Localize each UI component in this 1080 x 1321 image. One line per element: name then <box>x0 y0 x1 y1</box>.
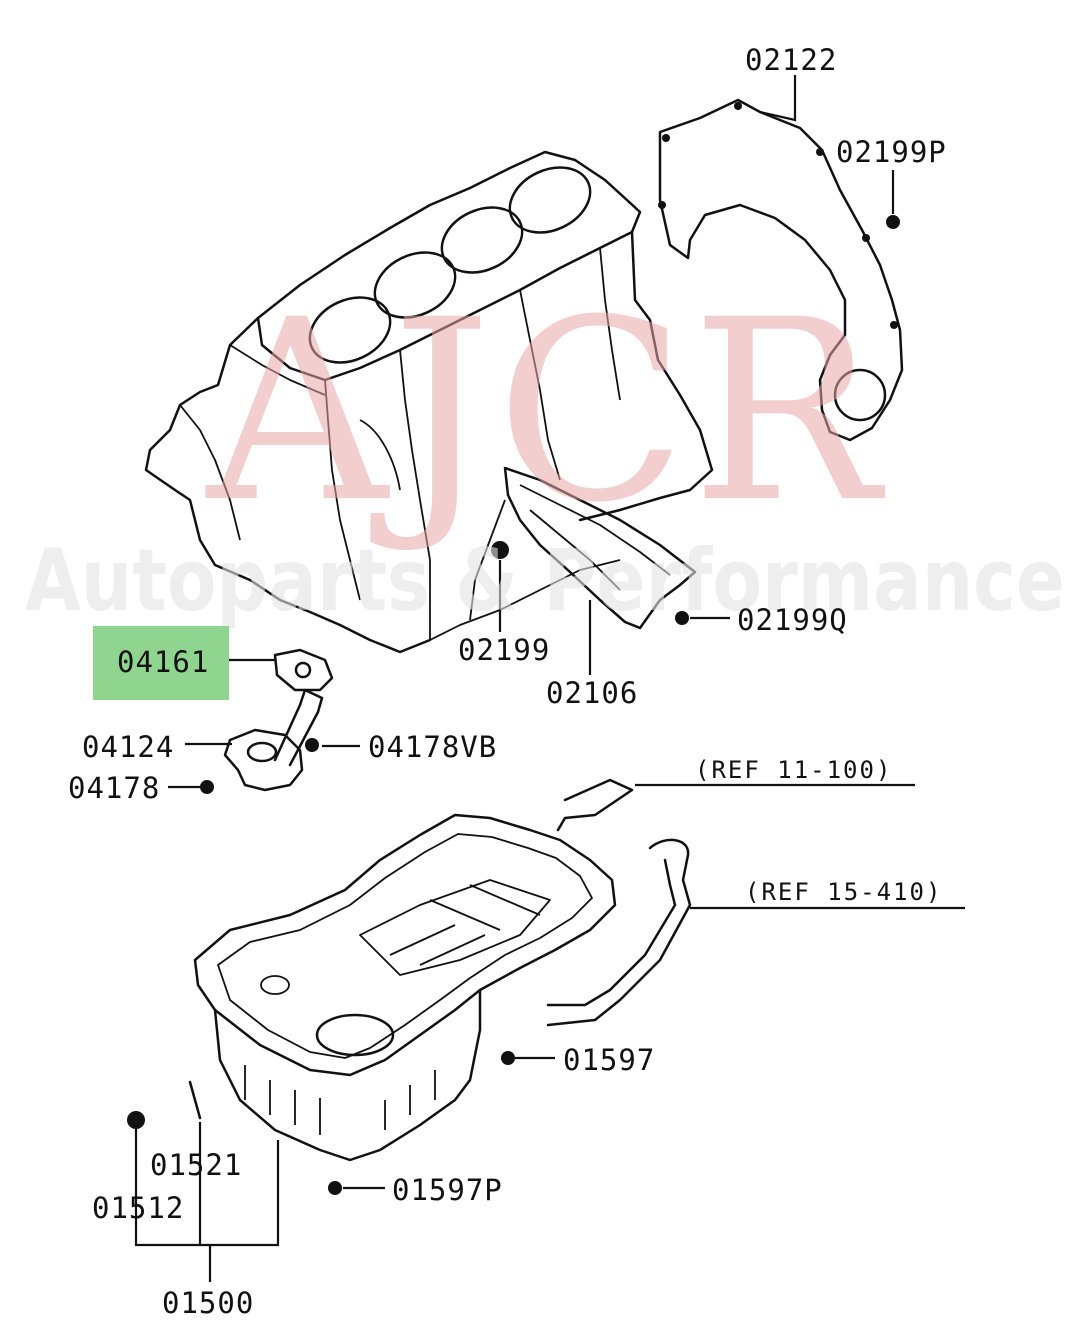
part-label-04178vb[interactable]: 04178VB <box>368 730 497 764</box>
oil-pipe-drawing <box>546 778 692 1027</box>
engine-block-drawing <box>144 150 714 654</box>
watermark-brand: AJCR <box>205 266 886 557</box>
oil-pan-drawing <box>193 813 617 1162</box>
gasket-01521-icon <box>188 1080 202 1120</box>
bolt-02199-icon <box>491 541 509 559</box>
ref-label-11-100[interactable]: (REF 11-100) <box>695 756 892 784</box>
bolt-02199q-icon <box>675 611 689 625</box>
part-label-01597[interactable]: 01597 <box>563 1043 655 1077</box>
part-label-01521[interactable]: 01521 <box>150 1148 242 1182</box>
part-label-04124[interactable]: 04124 <box>82 730 174 764</box>
drain-plug-icon <box>127 1111 145 1129</box>
part-label-01500[interactable]: 01500 <box>162 1286 254 1320</box>
part-label-04178[interactable]: 04178 <box>68 771 160 805</box>
part-label-01597p[interactable]: 01597P <box>392 1173 503 1207</box>
part-label-01512[interactable]: 01512 <box>92 1191 184 1225</box>
rear-plate-drawing <box>658 98 904 442</box>
oil-strainer-drawing <box>200 648 334 794</box>
bolt-01597p-icon <box>328 1181 342 1195</box>
bolt-02199p-icon <box>886 215 900 229</box>
watermark-tagline: Autoparts & Performance <box>25 531 1065 631</box>
part-label-02199p[interactable]: 02199P <box>836 135 947 169</box>
cover-plate-drawing <box>503 466 697 630</box>
leader-lines <box>134 75 965 1282</box>
ref-label-15-410[interactable]: (REF 15-410) <box>745 878 942 906</box>
bolt-01597-icon <box>501 1051 515 1065</box>
part-label-02106[interactable]: 02106 <box>546 676 638 710</box>
part-label-04161[interactable]: 04161 <box>117 645 209 679</box>
part-label-02199q[interactable]: 02199Q <box>737 603 848 637</box>
part-label-02122[interactable]: 02122 <box>745 43 837 77</box>
highlight-box <box>93 626 229 700</box>
part-label-02199[interactable]: 02199 <box>458 633 550 667</box>
